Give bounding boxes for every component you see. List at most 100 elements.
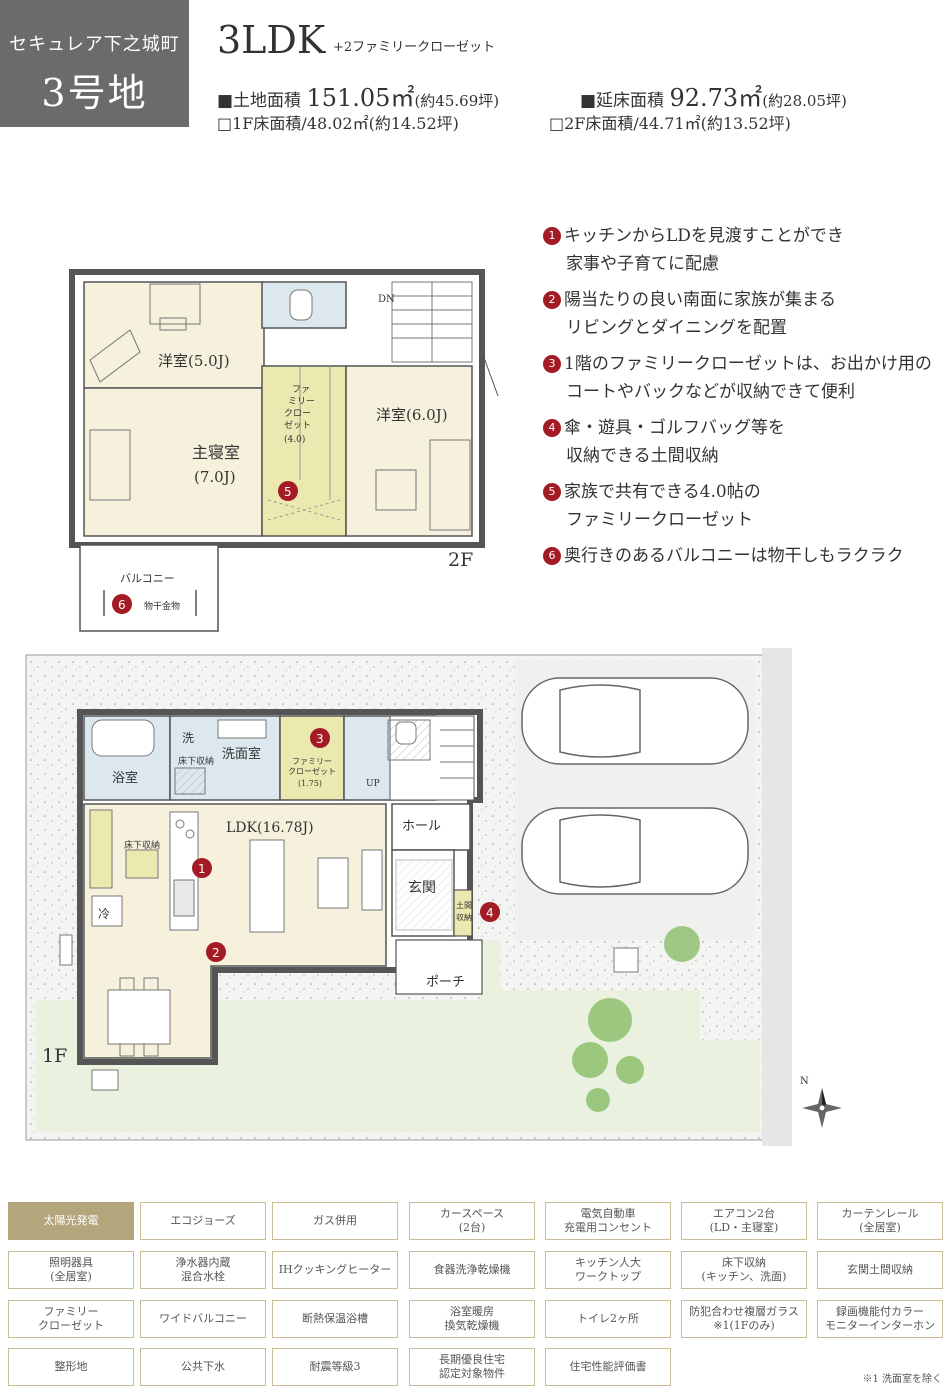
feature-sublabel: (キッチン、洗面) [701, 1270, 787, 1283]
label-dn: DN [378, 294, 395, 305]
feature-label: 住宅性能評価書 [569, 1360, 647, 1373]
2f-closet [261, 365, 347, 537]
feature-sublabel: クローゼット [38, 1319, 104, 1332]
feature-label: トイレ2ヶ所 [577, 1312, 639, 1325]
feature-item: 浄水器内蔵混合水栓 [140, 1251, 266, 1289]
point-badge: 1 [543, 227, 561, 245]
feature-label: カースペース [439, 1207, 505, 1220]
feature-label: 床下収納 [722, 1256, 766, 1269]
2f-balcony [79, 544, 219, 632]
feature-sublabel: モニターインターホン [825, 1319, 935, 1332]
lawn [36, 940, 760, 1132]
floor-area-label: ■延床面積 [580, 91, 665, 111]
feature-label: 公共下水 [181, 1360, 225, 1373]
feature-item: 公共下水 [140, 1348, 266, 1386]
lot-name: セキュレア下之城町 [9, 34, 180, 55]
2f-western1-room [83, 281, 265, 389]
feature-label: 太陽光発電 [43, 1214, 99, 1227]
feature-label: 電気自動車 [580, 1207, 636, 1220]
feature-sublabel: ワークトップ [575, 1270, 641, 1283]
svg-text:(4.0): (4.0) [284, 434, 305, 445]
feature-label: ガス併用 [313, 1214, 357, 1227]
point-badge: 6 [543, 547, 561, 565]
floor-area: ■延床面積 92.73㎡(約28.05坪) [580, 78, 847, 113]
feature-sublabel: 換気乾燥機 [444, 1319, 500, 1332]
feature-label: 浴室暖房 [450, 1305, 494, 1318]
svg-text:クローゼット: クローゼット [288, 766, 336, 776]
label-bath: 浴室 [112, 770, 138, 786]
label-2f-closet: ファ ミリー クロー ゼット (4.0) [284, 385, 315, 445]
land-area-value: 151.05㎡ [306, 84, 415, 112]
label-hanger: 物干金物 [144, 600, 180, 612]
feature-sublabel: (全居室) [50, 1270, 92, 1283]
land-area-label: ■土地面積 [217, 91, 302, 111]
plan-1f: 浴室 洗 床下収納 洗面室 ファミリー クローゼット (1.75) 3 UP L… [25, 648, 842, 1146]
svg-text:3: 3 [316, 732, 324, 746]
label-entrance: 玄関 [408, 879, 436, 896]
feature-item: エコジョーズ [140, 1202, 266, 1240]
label-underfloor-wash: 床下収納 [178, 755, 214, 767]
marker-3 [310, 728, 330, 748]
feature-sublabel: ※1(1Fのみ) [713, 1319, 775, 1332]
point-badge: 5 [543, 483, 561, 501]
marker-5 [278, 481, 298, 501]
trees [572, 926, 700, 1112]
1f-porch [395, 939, 483, 995]
feature-sublabel: 認定対象物件 [439, 1367, 505, 1380]
label-western1: 洋室(5.0J) [158, 352, 230, 370]
feature-item: 整形地 [8, 1348, 134, 1386]
feature-label: 耐震等級3 [309, 1360, 361, 1373]
label-fridge: 冷 [98, 907, 110, 921]
point-badge: 2 [543, 291, 561, 309]
feature-label: エコジョーズ [170, 1214, 236, 1227]
floor-area-value: 92.73㎡ [669, 84, 763, 112]
feature-label: IHクッキングヒーター [278, 1263, 392, 1276]
feature-label: 長期優良住宅 [439, 1353, 505, 1366]
marker-1 [192, 858, 212, 878]
feature-label: 断熱保温浴槽 [302, 1312, 368, 1325]
feature-item: 太陽光発電 [8, 1202, 134, 1240]
marker-2 [206, 942, 226, 962]
feature-sublabel: (LD・主寝室) [709, 1221, 779, 1234]
feature-label: カーテンレール [841, 1207, 919, 1220]
label-ldk: LDK(16.78J) [226, 820, 314, 836]
point-badge: 3 [543, 355, 561, 373]
svg-text:ゼット: ゼット [284, 419, 311, 431]
car-1 [521, 677, 749, 765]
label-doma1: 土間 [456, 900, 472, 910]
feature-sublabel: (2台) [458, 1221, 486, 1234]
label-1f: 1F [42, 1045, 67, 1067]
lot-number: 3号地 [41, 71, 148, 115]
svg-text:2: 2 [212, 946, 220, 960]
feature-sublabel: 充電用コンセント [564, 1221, 652, 1234]
feature-item: 玄関土間収納 [817, 1251, 943, 1289]
label-up: UP [366, 779, 380, 789]
label-wash-char: 洗 [182, 731, 194, 745]
land-area-tsubo: (約45.69坪) [414, 92, 500, 110]
feature-label: 録画機能付カラー [836, 1305, 924, 1318]
2f-western2-room [345, 365, 473, 537]
feature-label: 玄関土間収納 [847, 1263, 913, 1276]
layout-note: +2ファミリークローゼット [333, 40, 496, 55]
car-2 [521, 807, 749, 895]
feature-label: ファミリー [43, 1305, 99, 1318]
svg-text:ファミリー: ファミリー [292, 757, 332, 766]
svg-text:クロー: クロー [284, 408, 311, 419]
marker-6 [112, 594, 132, 614]
feature-item: 住宅性能評価書 [545, 1348, 671, 1386]
floor1-area: □1F床面積/48.02㎡(約14.52坪) [217, 114, 459, 133]
feature-item: 断熱保温浴槽 [272, 1300, 398, 1338]
feature-item: カーテンレール(全居室) [817, 1202, 943, 1240]
feature-item: ワイドバルコニー [140, 1300, 266, 1338]
1f-family-closet [279, 715, 345, 801]
feature-sublabel: 混合水栓 [181, 1270, 225, 1283]
lot-box: セキュレア下之城町 3号地 [0, 0, 189, 127]
feature-item: ファミリークローゼット [8, 1300, 134, 1338]
feature-item: ガス併用 [272, 1202, 398, 1240]
label-washroom: 洗面室 [222, 746, 261, 762]
feature-item: 電気自動車充電用コンセント [545, 1202, 671, 1240]
